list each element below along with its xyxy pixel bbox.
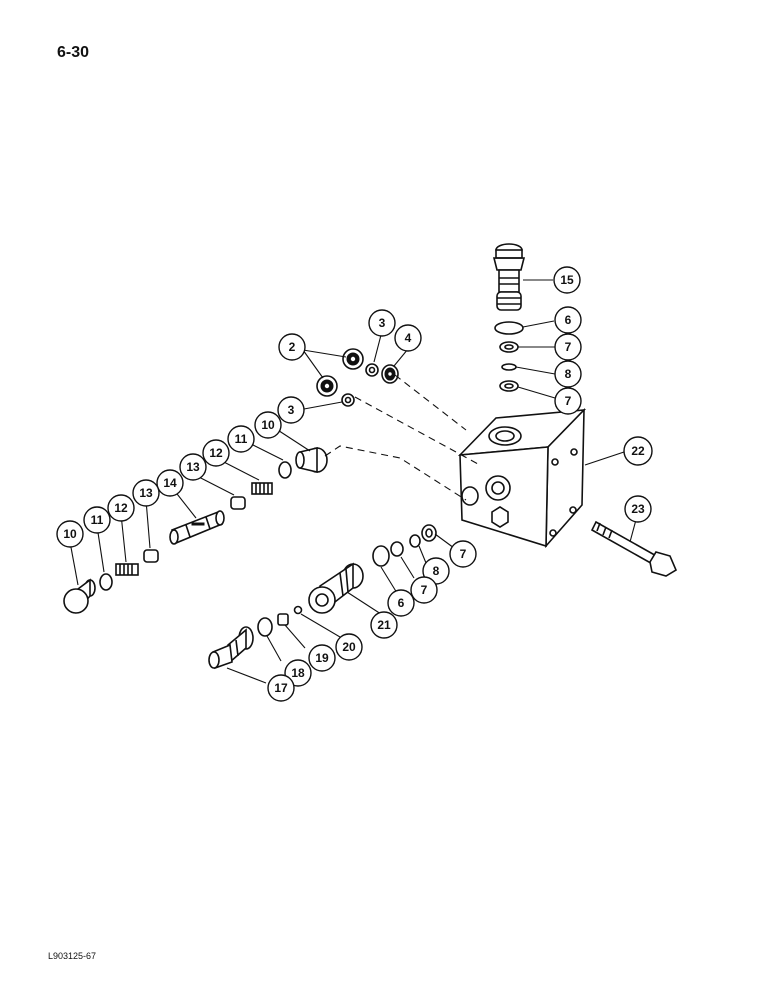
svg-text:2: 2 [289, 340, 296, 354]
svg-text:14: 14 [163, 476, 177, 490]
svg-text:18: 18 [291, 666, 305, 680]
ring-11-lower [99, 573, 113, 591]
svg-text:6: 6 [565, 313, 572, 327]
fitting-17 [208, 626, 254, 670]
plug-10-upper [295, 446, 328, 474]
ring-8-upper [501, 363, 517, 371]
svg-text:10: 10 [63, 527, 77, 541]
callout-7-b: 7 [554, 387, 582, 415]
callout-7-d: 7 [410, 576, 438, 604]
callout-4: 4 [394, 324, 422, 352]
ball-20 [293, 605, 303, 615]
svg-text:22: 22 [631, 444, 645, 458]
svg-text:12: 12 [114, 501, 128, 515]
svg-text:10: 10 [261, 418, 275, 432]
page-number: 6-30 [57, 44, 90, 61]
callout-22: 22 [623, 436, 653, 466]
spring-12-lower [115, 563, 139, 576]
callout-23: 23 [624, 495, 652, 523]
callout-19: 19 [308, 644, 336, 672]
svg-text:6: 6 [398, 596, 405, 610]
ring-7-upper [499, 341, 519, 353]
cap-13-lower [143, 549, 159, 563]
callout-12-upper: 12 [202, 439, 230, 467]
svg-text:20: 20 [342, 640, 356, 654]
svg-text:23: 23 [631, 502, 645, 516]
svg-text:15: 15 [560, 273, 574, 287]
seat-19 [277, 613, 289, 626]
callout-21: 21 [370, 611, 398, 639]
plug-10-lower [63, 578, 96, 614]
callout-3-lower: 3 [277, 396, 305, 424]
svg-text:4: 4 [405, 331, 412, 345]
svg-text:13: 13 [139, 486, 153, 500]
callout-17: 17 [267, 674, 295, 702]
seal-ring-6-lower [372, 545, 390, 567]
ring-18 [257, 617, 273, 637]
callout-20: 20 [335, 633, 363, 661]
callout-6-upper: 6 [554, 306, 582, 334]
ring-11-upper [278, 461, 292, 479]
figure-code: L903125-67 [48, 951, 97, 961]
svg-text:8: 8 [565, 367, 572, 381]
cap-13-upper [230, 496, 246, 510]
svg-text:17: 17 [274, 681, 288, 695]
svg-text:7: 7 [421, 583, 428, 597]
ring-8-lower [409, 534, 421, 548]
callout-14: 14 [156, 469, 184, 497]
callout-13-upper: 13 [179, 453, 207, 481]
relief-cartridge-part [492, 243, 526, 311]
callout-12-lower: 12 [107, 494, 135, 522]
ring-7-d [421, 524, 437, 542]
callout-6-lower: 6 [387, 589, 415, 617]
svg-text:7: 7 [565, 394, 572, 408]
callout-7-c: 7 [449, 540, 477, 568]
svg-text:3: 3 [379, 316, 386, 330]
callout-10-lower: 10 [56, 520, 84, 548]
callout-15: 15 [553, 266, 581, 294]
svg-text:7: 7 [565, 340, 572, 354]
svg-text:12: 12 [209, 446, 223, 460]
bolt-23 [590, 520, 678, 577]
callout-13-lower: 13 [132, 479, 160, 507]
svg-text:11: 11 [235, 432, 248, 446]
callout-2: 2 [278, 333, 306, 361]
ring-7-lower [499, 380, 519, 392]
spool-14 [169, 510, 225, 545]
svg-text:13: 13 [186, 460, 200, 474]
svg-text:19: 19 [315, 651, 329, 665]
valve-block-part [457, 407, 587, 549]
fitting-21 [308, 562, 364, 614]
svg-text:11: 11 [91, 513, 104, 527]
callout-11-lower: 11 [83, 506, 111, 534]
callout-7-a: 7 [554, 333, 582, 361]
svg-text:21: 21 [377, 618, 391, 632]
svg-text:8: 8 [433, 564, 440, 578]
callout-3-upper: 3 [368, 309, 396, 337]
callout-10-upper: 10 [254, 411, 282, 439]
spring-12-upper [251, 482, 273, 495]
svg-text:3: 3 [288, 403, 295, 417]
ring-7-c [390, 541, 404, 557]
svg-text:7: 7 [460, 547, 467, 561]
seal-ring-6-upper [494, 321, 524, 335]
callout-11-upper: 11 [227, 425, 255, 453]
callout-8-upper: 8 [554, 360, 582, 388]
